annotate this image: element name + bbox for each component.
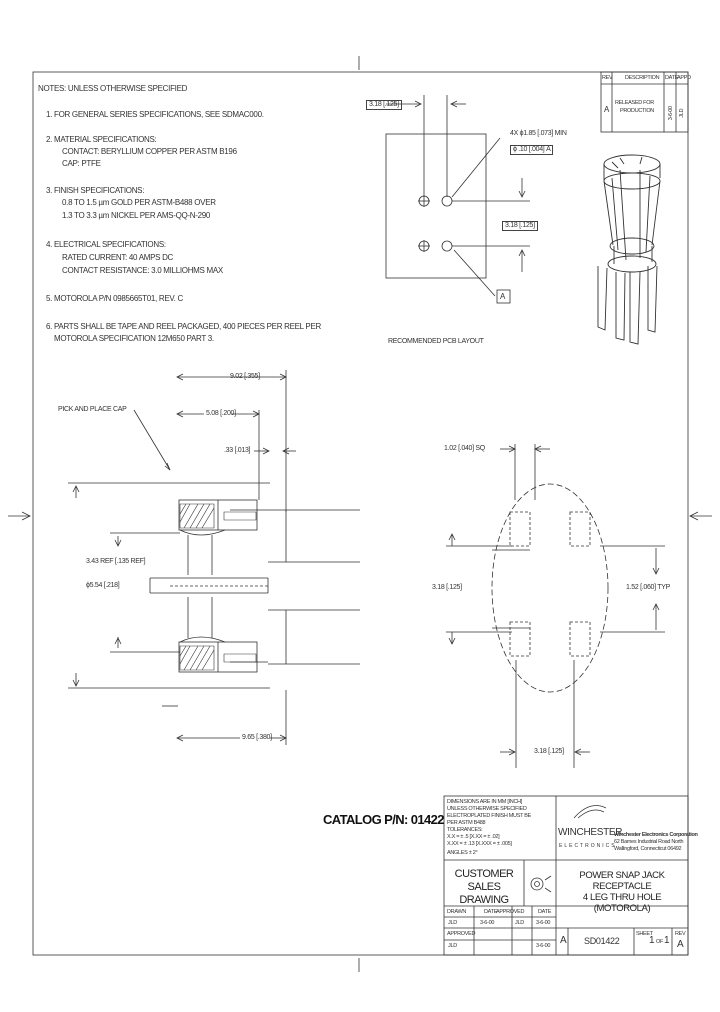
end-dim-bottom: 3.18 [.125] xyxy=(534,748,564,755)
side-dim-vert: 3.43 REF [.135 REF] xyxy=(86,558,146,565)
tolerance-line-8: ANGLES ± 2° xyxy=(447,850,478,856)
note-2a: CONTACT: BERYLLIUM COPPER PER ASTM B196 xyxy=(62,147,237,156)
customer-label: CUSTOMER SALES DRAWING xyxy=(444,868,524,907)
title-line-2: 4 LEG THRU HOLE xyxy=(582,892,662,903)
company-address-2: 62 Barnes Industrial Road North xyxy=(614,839,684,845)
footer-of: 1 xyxy=(664,935,670,946)
note-1: 1. FOR GENERAL SERIES SPECIFICATIONS, SE… xyxy=(46,110,264,119)
side-dim-small: .33 [.013] xyxy=(224,447,251,454)
pcb-layout-drawing xyxy=(385,95,530,304)
footer-sheet: 1 xyxy=(649,935,655,946)
pcb-hole-note-2: ϕ .10 [.004] A xyxy=(510,145,554,155)
pcb-hole-note-1: 4X ϕ1.85 [.073] MIN xyxy=(510,130,567,137)
rev-header-rev: REV xyxy=(602,75,613,81)
footer-drawing-number: SD01422 xyxy=(584,936,620,946)
tolerance-line-3: ELECTROPLATED FINISH MUST BE xyxy=(447,813,531,819)
end-dim-top: 1.02 [.040] SQ xyxy=(444,445,485,452)
tolerance-line-1: DIMENSIONS ARE IN MM [INCH] xyxy=(447,799,523,805)
footer-sheet-label: SHEET xyxy=(636,931,653,937)
sig-drawn-by: JLD xyxy=(448,920,457,926)
catalog-number: CATALOG P/N: 01422 xyxy=(323,812,445,827)
footer-of-label: OF xyxy=(656,939,664,945)
title-block xyxy=(443,795,689,956)
rev-header-date: DATE xyxy=(665,75,679,81)
note-4a: RATED CURRENT: 40 AMPS DC xyxy=(62,253,174,262)
company-logo-sub: ELECTRONICS xyxy=(559,843,617,849)
revision-table xyxy=(600,71,689,133)
company-logo-name: WINCHESTER xyxy=(558,827,623,838)
note-2b: CAP: PTFE xyxy=(62,159,101,168)
cap-label: PICK AND PLACE CAP xyxy=(58,406,127,413)
sig-appr-by: JLD xyxy=(515,920,524,926)
rev-desc-2: PRODUCTION xyxy=(620,108,654,114)
tolerance-line-4: PER ASTM B488 xyxy=(447,820,486,826)
end-dim-left: 3.18 [.125] xyxy=(432,584,462,591)
footer-size: A xyxy=(560,935,567,946)
tolerance-line-2: UNLESS OTHERWISE SPECIFIED xyxy=(447,806,527,812)
side-dim-dia: ϕ5.54 [.218] xyxy=(86,582,120,589)
sig-appr-date: 3-6-00 xyxy=(536,920,551,926)
notes-title: NOTES: UNLESS OTHERWISE SPECIFIED xyxy=(38,84,188,93)
title-line-3: (MOTOROLA) xyxy=(593,903,651,914)
footer-rev-label: REV xyxy=(675,931,686,937)
rev-appd: JLD xyxy=(679,108,686,118)
drawing-title: POWER SNAP JACK RECEPTACLE 4 LEG THRU HO… xyxy=(556,870,688,914)
rev-date: 3-6-00 xyxy=(667,106,674,121)
sig-appr2-by: JLD xyxy=(448,943,457,949)
note-6: 6. PARTS SHALL BE TAPE AND REEL PACKAGED… xyxy=(46,322,321,331)
pcb-dim-right: 3.18 [.125] xyxy=(502,221,538,231)
company-address-3: Wallingford, Connecticut 06492 xyxy=(614,846,682,852)
note-5: 5. MOTOROLA P/N 0985665T01, REV. C xyxy=(46,294,183,303)
rev-header-desc: DESCRIPTION xyxy=(625,75,660,81)
pcb-datum-a: A xyxy=(500,292,506,301)
tolerance-line-6: X.X = ± .5 [X.XX = ± .02] xyxy=(447,834,500,840)
side-dim-overall: 9.02 [.355] xyxy=(230,373,260,380)
title-line-1: POWER SNAP JACK RECEPTACLE xyxy=(579,870,665,892)
sig-drawn-date: 3-6-00 xyxy=(480,920,495,926)
note-4: 4. ELECTRICAL SPECIFICATIONS: xyxy=(46,240,166,249)
sig-date-label-2: DATE xyxy=(538,909,552,915)
note-2: 2. MATERIAL SPECIFICATIONS: xyxy=(46,135,157,144)
note-6a: MOTOROLA SPECIFICATION 12M650 PART 3. xyxy=(54,334,214,343)
sig-approved2-label: APPROVED xyxy=(447,931,476,937)
rev-value: A xyxy=(604,105,610,114)
side-dim-bottom: 9.65 [.380] xyxy=(242,734,272,741)
note-4b: CONTACT RESISTANCE: 3.0 MILLIOHMS MAX xyxy=(62,266,223,275)
side-view-drawing xyxy=(68,370,360,745)
pcb-caption: RECOMMENDED PCB LAYOUT xyxy=(388,338,484,345)
customer-line-2: SALES DRAWING xyxy=(459,881,509,906)
sig-appr2-date: 3-6-00 xyxy=(536,943,551,949)
side-dim-mid: 5.08 [.200] xyxy=(206,410,236,417)
note-3a: 0.8 TO 1.5 µm GOLD PER ASTM-B488 OVER xyxy=(62,198,216,207)
sig-date-label: DATE xyxy=(484,909,498,915)
sig-approved-label: APPROVED xyxy=(496,909,525,915)
drawing-border xyxy=(32,71,689,956)
customer-line-1: CUSTOMER xyxy=(454,868,514,880)
rev-desc-1: RELEASED FOR xyxy=(615,100,654,106)
pcb-dim-top: 3.18 [.125] xyxy=(366,100,402,110)
rev-header-appd: APPD xyxy=(677,75,691,81)
note-3: 3. FINISH SPECIFICATIONS: xyxy=(46,186,145,195)
note-3b: 1.3 TO 3.3 µm NICKEL PER AMS-QQ-N-290 xyxy=(62,211,211,220)
end-dim-right: 1.52 [.060] TYP xyxy=(626,584,671,591)
tolerance-line-5: TOLERANCES: xyxy=(447,827,483,833)
cap-hatching xyxy=(179,503,257,671)
tolerance-line-7: X.XX = ± .13 [X.XXX = ± .005] xyxy=(447,841,512,847)
isometric-part-drawing xyxy=(597,154,661,345)
sig-drawn-label: DRAWN xyxy=(447,909,467,915)
footer-rev: A xyxy=(677,939,684,950)
company-address-1: Winchester Electronics Corporation xyxy=(614,832,698,838)
end-view-drawing xyxy=(446,444,665,768)
